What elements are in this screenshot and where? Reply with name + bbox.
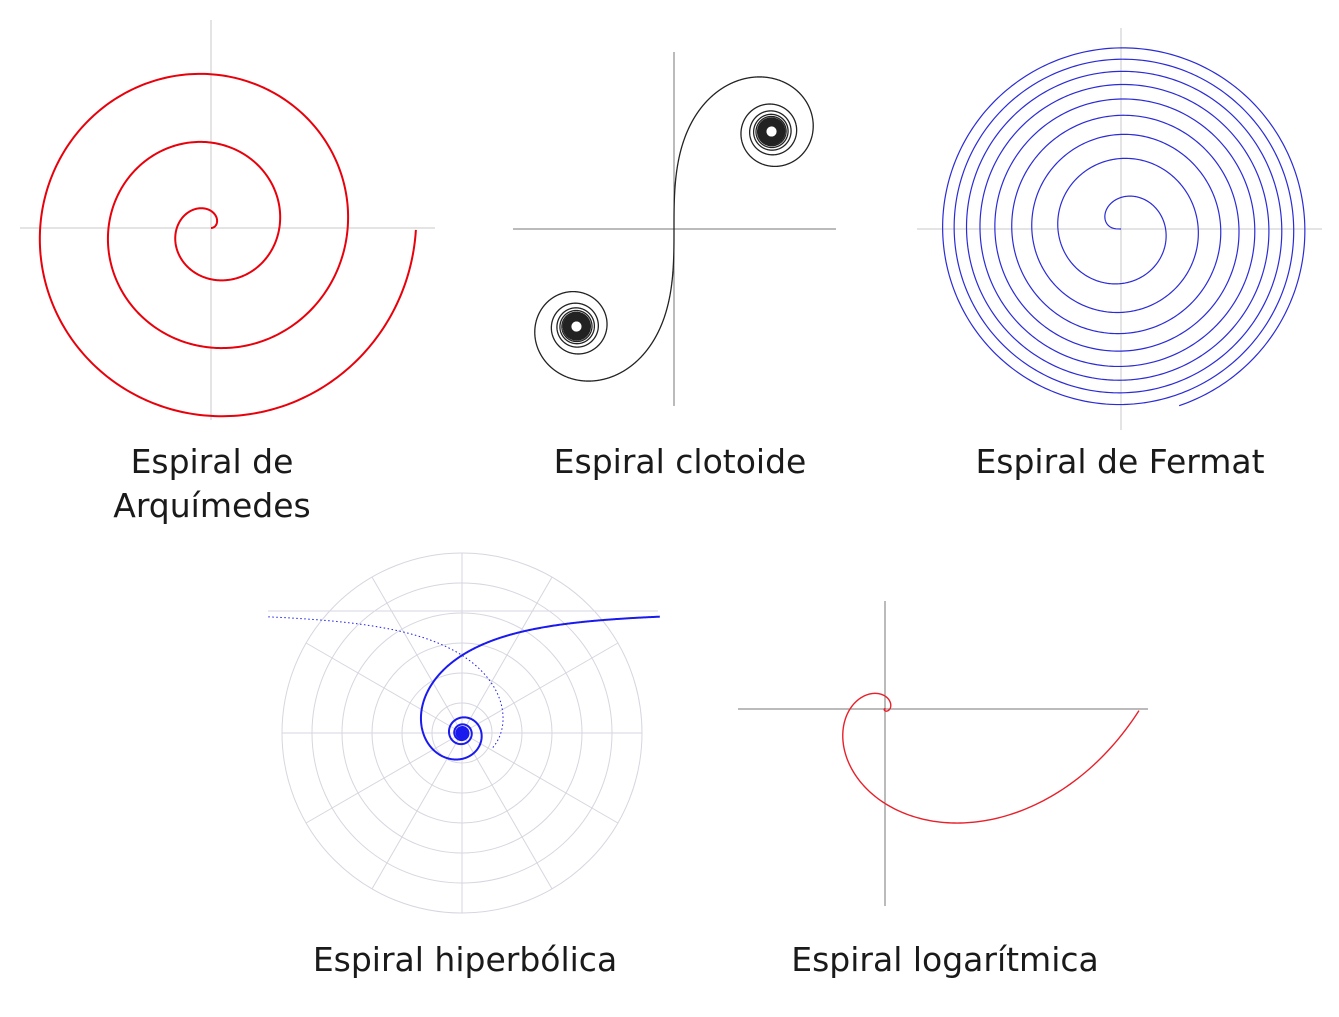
hyperbolic-label-line-1: Espiral hiperbólica <box>312 940 618 979</box>
archimedean-spiral-label: Espiral de Arquímedes <box>62 440 362 528</box>
polar-grid-ray <box>305 642 463 734</box>
clothoid-label-line-1: Espiral clotoide <box>553 442 807 481</box>
hyperbolic-spiral-panel <box>268 552 660 914</box>
clothoid-spiral-label: Espiral clotoide <box>500 440 860 484</box>
hyperbolic-polar-grid <box>268 552 658 914</box>
archimedean-spiral-curve <box>38 72 417 418</box>
archimedean-label-line-2: Arquímedes <box>113 486 311 525</box>
clothoid-spiral-panel <box>513 52 836 406</box>
fermat-label-line-1: Espiral de Fermat <box>975 442 1265 481</box>
fermat-spiral-label: Espiral de Fermat <box>930 440 1310 484</box>
logarithmic-axes <box>738 601 1148 906</box>
hyperbolic-spiral-dotted-branch <box>268 616 504 749</box>
polar-grid-ray <box>461 642 619 734</box>
archimedean-label-line-1: Espiral de <box>130 442 294 481</box>
polar-grid-ray <box>305 732 463 824</box>
hyperbolic-spiral-label: Espiral hiperbólica <box>275 938 655 982</box>
logarithmic-label-line-1: Espiral logarítmica <box>791 940 1099 979</box>
polar-grid-ray <box>371 732 463 890</box>
logarithmic-spiral-label: Espiral logarítmica <box>755 938 1135 982</box>
hyperbolic-spiral-curve <box>419 615 660 761</box>
logarithmic-spiral-panel <box>738 601 1148 906</box>
polar-grid-ray <box>371 576 463 734</box>
fermat-spiral-curve <box>942 47 1306 407</box>
polar-grid-ray <box>461 732 553 890</box>
archimedean-spiral-panel <box>20 20 435 420</box>
fermat-spiral-panel <box>917 28 1322 430</box>
polar-grid-ray <box>461 732 619 824</box>
clothoid-spiral-curve <box>534 76 814 382</box>
archimedean-axes <box>20 20 435 420</box>
logarithmic-spiral-curve <box>842 692 1140 824</box>
polar-grid-ray <box>461 576 553 734</box>
